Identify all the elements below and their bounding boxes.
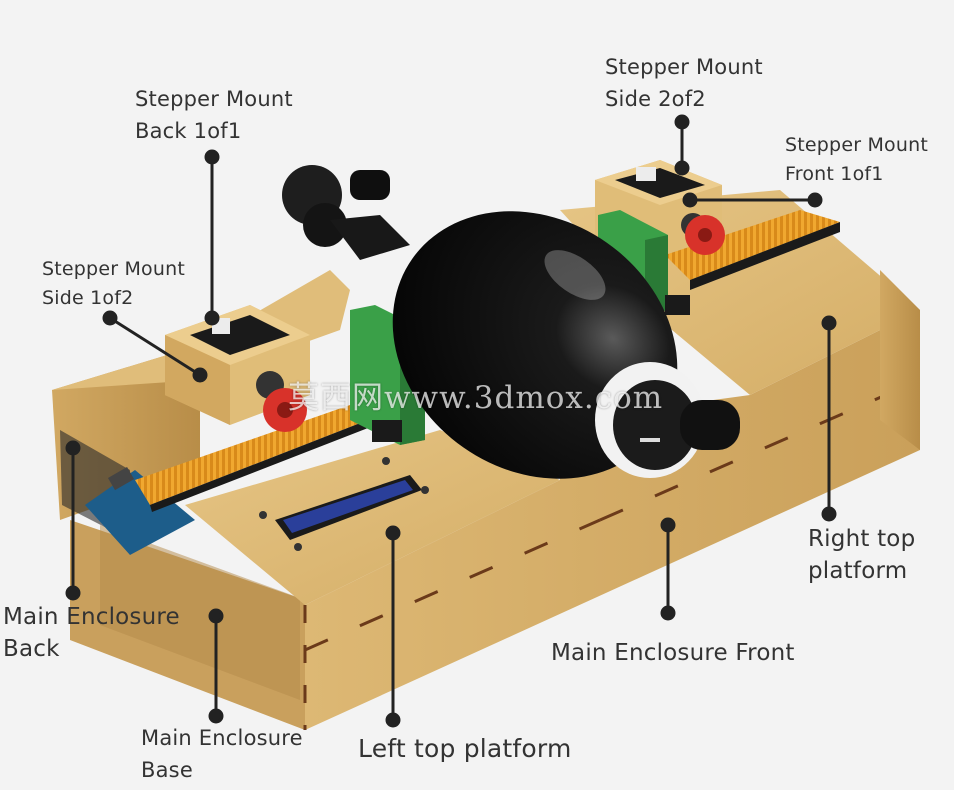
label-main-enclosure-base: Main Enclosure Base [141,722,303,786]
leader-stepper-side1 [102,310,208,383]
right-gear [685,215,725,255]
label-stepper-mount-back: Stepper Mount Back 1of1 [135,83,293,147]
label-line: Right top [808,526,916,552]
label-line: Stepper Mount [605,55,763,79]
arduino-board [85,467,195,555]
left-top-platform [185,430,560,605]
label-stepper-mount-side2: Stepper Mount Side 2of2 [605,51,763,115]
label-main-enclosure-back: Main Enclosure Back [3,601,180,665]
label-left-top-platform: Left top platform [358,734,572,763]
lcd-display [259,457,429,551]
leader-enclosure-back [65,440,81,601]
label-line: Back [3,636,60,662]
leader-stepper-side2 [674,114,690,176]
label-line: Main Enclosure [3,604,180,630]
leader-stepper-back [204,149,220,326]
ambu-bag [282,165,740,479]
enclosure-base [70,520,305,730]
label-stepper-mount-side1: Stepper Mount Side 1of2 [42,255,185,313]
label-line: Main Enclosure [141,726,303,750]
leader-left-top [385,525,401,728]
label-line: Stepper Mount [785,134,929,156]
label-line: Stepper Mount [42,258,186,280]
label-main-enclosure-front: Main Enclosure Front [551,640,795,666]
right-rack [665,210,840,290]
label-line: Side 1of2 [42,287,134,309]
label-line: platform [808,558,908,584]
leader-stepper-front [682,192,823,208]
label-line: Front 1of1 [785,163,884,185]
label-line: Stepper Mount [135,87,293,111]
label-stepper-mount-front: Stepper Mount Front 1of1 [785,131,928,189]
leader-lines [65,114,837,728]
leader-right-top [821,315,837,522]
label-right-top-platform: Right top platform [808,523,915,587]
left-rack [135,405,368,512]
label-line: Side 2of2 [605,87,706,111]
leader-enclosure-front [660,517,676,621]
label-line: Back 1of1 [135,119,242,143]
enclosure-front [303,310,921,730]
watermark: 莫西网www.3dmox.com [288,380,664,416]
leader-enclosure-base [208,608,224,724]
left-gear [263,388,307,432]
label-line: Base [141,758,193,782]
